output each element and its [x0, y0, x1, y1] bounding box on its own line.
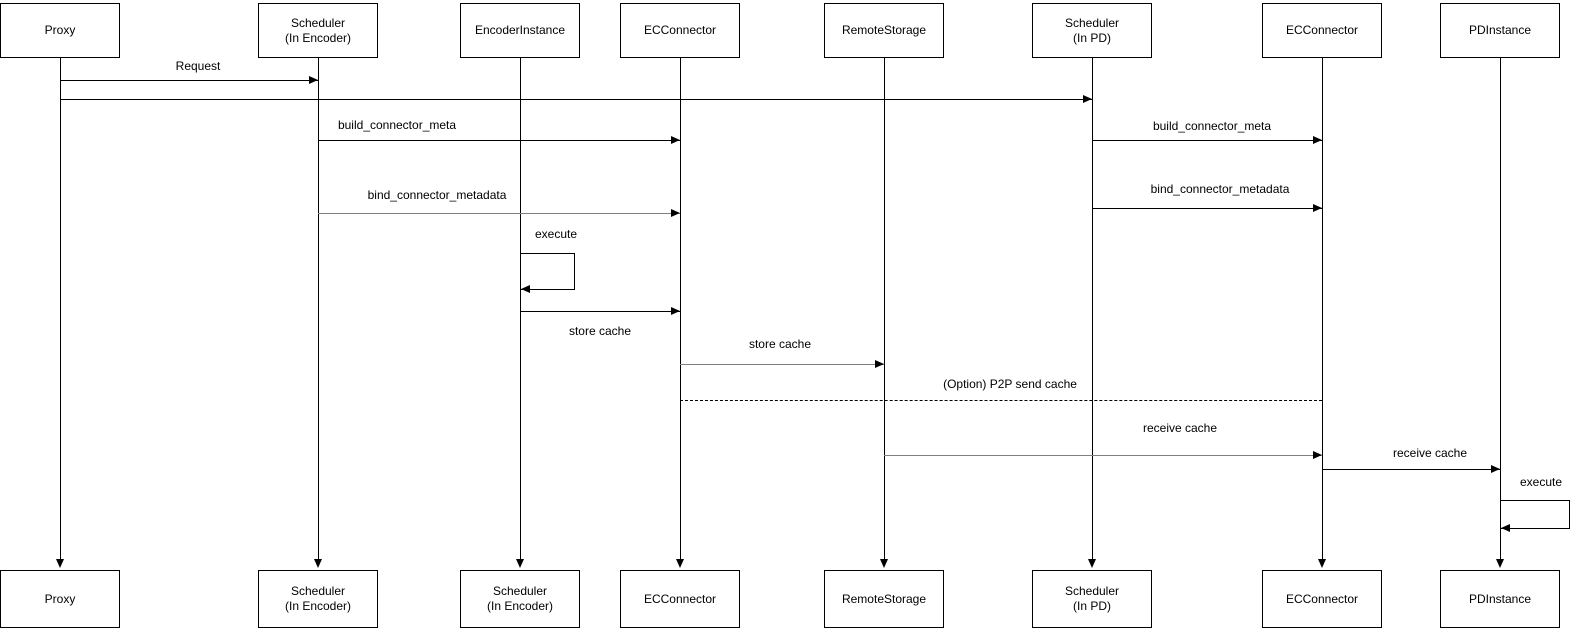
- self-call-arrowhead-execute-pd: [1501, 524, 1510, 532]
- message-line-receive-cache-ec: [884, 455, 1322, 456]
- scheduler-in-encoder-top-box: Scheduler(In Encoder): [258, 3, 378, 58]
- ec-connector-left-lifeline: [680, 58, 681, 560]
- message-line-build-connector-meta-pd: [1092, 140, 1322, 141]
- encoder-instance-lifeline-arrowhead-icon: [516, 559, 524, 568]
- actor-label-line: (In PD): [1072, 30, 1111, 45]
- message-arrowhead-receive-cache-ec: [1313, 451, 1322, 459]
- remote-storage-lifeline-arrowhead-icon: [880, 559, 888, 568]
- message-arrowhead-bind-connector-metadata-pd: [1313, 204, 1322, 212]
- actor-label-line: Proxy: [44, 591, 76, 606]
- actor-label-line: (In PD): [1072, 599, 1111, 613]
- encoder-instance-lifeline: [520, 58, 521, 560]
- pd-instance-lifeline: [1500, 58, 1501, 560]
- ec-connector-right-lifeline: [1322, 58, 1323, 560]
- message-arrowhead-store-cache-encoder: [671, 307, 680, 315]
- pd-instance-bottom-box: PDInstance: [1440, 570, 1560, 628]
- actor-label-line: Proxy: [44, 23, 76, 37]
- actor-label-line: (In Encoder): [284, 599, 352, 613]
- scheduler-in-encoder-lifeline: [318, 58, 319, 560]
- actor-label-line: ECConnector: [1285, 23, 1359, 37]
- actor-label-line: RemoteStorage: [841, 591, 927, 606]
- message-line-store-cache-remote: [680, 364, 884, 365]
- pd-instance-top-box: PDInstance: [1440, 3, 1560, 58]
- pd-instance-lifeline-arrowhead-icon: [1496, 559, 1504, 568]
- actor-label-line: (In Encoder): [284, 30, 352, 45]
- message-label-receive-cache-pd: receive cache: [1391, 446, 1469, 460]
- scheduler-in-pd-bottom-box: Scheduler(In PD): [1032, 570, 1152, 628]
- remote-storage-lifeline: [884, 58, 885, 560]
- message-line-receive-cache-pd: [1322, 469, 1500, 470]
- proxy-bottom-box: Proxy: [0, 570, 120, 628]
- ec-connector-right-lifeline-arrowhead-icon: [1318, 559, 1326, 568]
- ec-connector-right-bottom-box: ECConnector: [1262, 570, 1382, 628]
- actor-label-line: RemoteStorage: [841, 23, 927, 37]
- message-arrowhead-request: [309, 76, 318, 84]
- message-label-bind-connector-metadata-encoder: bind_connector_metadata: [366, 188, 508, 202]
- remote-storage-bottom-box: RemoteStorage: [824, 570, 944, 628]
- message-line-store-cache-encoder: [520, 311, 680, 312]
- actor-label-line: ECConnector: [643, 591, 717, 606]
- actor-label-line: Scheduler: [290, 584, 346, 598]
- actor-label-line: (In Encoder): [486, 599, 554, 613]
- message-arrowhead-receive-cache-pd: [1491, 465, 1500, 473]
- message-label-build-connector-meta-pd: build_connector_meta: [1151, 119, 1273, 133]
- self-call-label-execute-pd: execute: [1518, 475, 1564, 489]
- message-line-build-connector-meta-encoder: [318, 140, 680, 141]
- message-line-proxy-to-scheduler-pd: [60, 99, 1092, 100]
- message-label-request: Request: [174, 59, 222, 73]
- actor-label-line: EncoderInstance: [474, 23, 566, 37]
- actor-label-line: PDInstance: [1468, 591, 1532, 606]
- message-line-bind-connector-metadata-pd: [1092, 208, 1322, 209]
- message-label-p2p-send-cache: (Option) P2P send cache: [942, 377, 1078, 391]
- self-call-loop-execute-pd: [1500, 500, 1570, 529]
- encoder-instance-bottom-box: Scheduler(In Encoder): [460, 570, 580, 628]
- scheduler-in-encoder-bottom-box: Scheduler(In Encoder): [258, 570, 378, 628]
- self-call-label-execute-encoder: execute: [533, 227, 579, 241]
- message-line-request: [60, 80, 318, 81]
- message-arrowhead-bind-connector-metadata-encoder: [671, 209, 680, 217]
- message-line-bind-connector-metadata-encoder: [318, 213, 680, 214]
- message-arrowhead-store-cache-remote: [875, 360, 884, 368]
- proxy-top-box: Proxy: [0, 3, 120, 58]
- message-label-bind-connector-metadata-pd: bind_connector_metadata: [1149, 182, 1291, 196]
- ec-connector-right-top-box: ECConnector: [1262, 3, 1382, 58]
- self-call-loop-execute-encoder: [520, 253, 575, 290]
- actor-label-line: Scheduler: [1064, 584, 1120, 598]
- message-label-store-cache-remote: store cache: [747, 337, 813, 351]
- scheduler-in-pd-lifeline-arrowhead-icon: [1088, 559, 1096, 568]
- message-label-store-cache-encoder: store cache: [567, 324, 633, 338]
- message-line-p2p-send-cache: [680, 400, 1322, 401]
- message-arrowhead-proxy-to-scheduler-pd: [1083, 95, 1092, 103]
- actor-label-line: PDInstance: [1468, 23, 1532, 37]
- message-arrowhead-build-connector-meta-pd: [1313, 136, 1322, 144]
- proxy-lifeline-arrowhead-icon: [56, 559, 64, 568]
- scheduler-in-pd-top-box: Scheduler(In PD): [1032, 3, 1152, 58]
- ec-connector-left-bottom-box: ECConnector: [620, 570, 740, 628]
- message-label-build-connector-meta-encoder: build_connector_meta: [336, 118, 458, 132]
- ec-connector-left-top-box: ECConnector: [620, 3, 740, 58]
- actor-label-line: ECConnector: [643, 23, 717, 37]
- actor-label-line: Scheduler: [1064, 15, 1120, 30]
- encoder-instance-top-box: EncoderInstance: [460, 3, 580, 58]
- message-arrowhead-build-connector-meta-encoder: [671, 136, 680, 144]
- actor-label-line: ECConnector: [1285, 591, 1359, 606]
- remote-storage-top-box: RemoteStorage: [824, 3, 944, 58]
- scheduler-in-pd-lifeline: [1092, 58, 1093, 560]
- self-call-arrowhead-execute-encoder: [521, 285, 530, 293]
- scheduler-in-encoder-lifeline-arrowhead-icon: [314, 559, 322, 568]
- proxy-lifeline: [60, 58, 61, 560]
- actor-label-line: Scheduler: [290, 15, 346, 30]
- message-label-receive-cache-ec: receive cache: [1141, 421, 1219, 435]
- actor-label-line: Scheduler: [492, 584, 548, 598]
- ec-connector-left-lifeline-arrowhead-icon: [676, 559, 684, 568]
